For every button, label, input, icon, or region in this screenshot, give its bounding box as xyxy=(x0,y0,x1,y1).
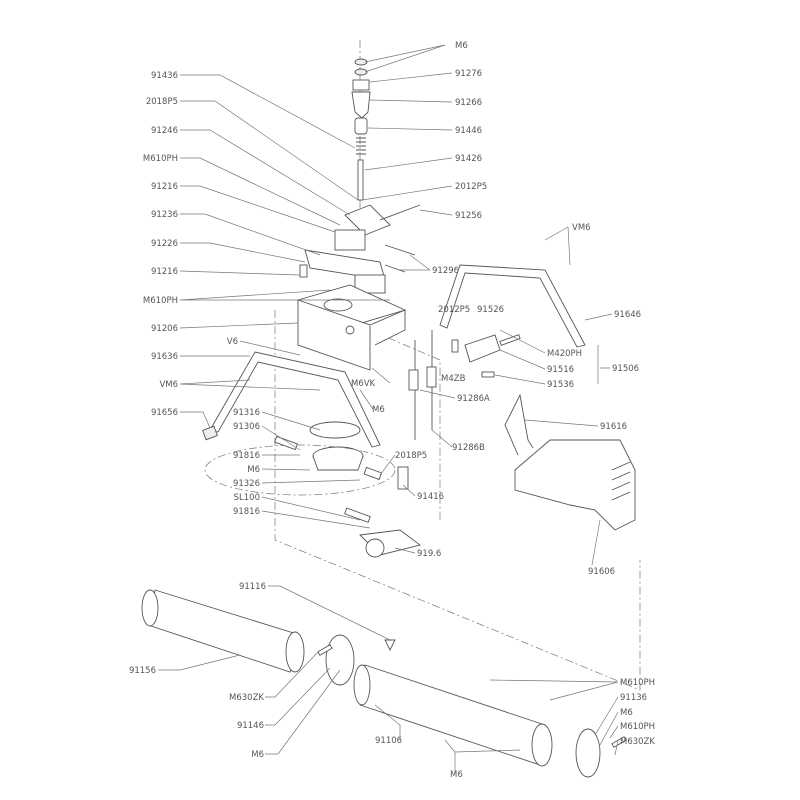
valve-stack xyxy=(299,58,421,294)
label-91816: 91816 xyxy=(233,451,260,461)
label-91426: 91426 xyxy=(455,154,482,164)
label-91116: 91116 xyxy=(239,582,266,592)
label-91526: 91526 xyxy=(477,305,504,315)
label-91646: 91646 xyxy=(614,310,641,320)
label-m6: M6 xyxy=(247,465,260,475)
label-m4zb: M4ZB xyxy=(441,374,466,384)
cover-assembly xyxy=(504,393,636,531)
label-91276: 91276 xyxy=(455,69,482,79)
label-vm6: VM6 xyxy=(572,223,591,233)
label-m6vk: M6VK xyxy=(351,379,376,389)
cylinder-assembly xyxy=(141,589,627,778)
label-m6: M6 xyxy=(455,41,468,51)
label-m420ph: M420PH xyxy=(547,349,582,359)
label-sl100: SL100 xyxy=(234,493,260,503)
label-m610ph: M610PH xyxy=(620,722,655,732)
label-91226: 91226 xyxy=(151,239,178,249)
label-91206: 91206 xyxy=(151,324,178,334)
label-91156: 91156 xyxy=(129,666,156,676)
label-2012p5: 2012P5 xyxy=(455,182,487,192)
label-m610ph: M610PH xyxy=(620,678,655,688)
part-labels: 91436 2018P5 91246 M610PH 91216 91236 91… xyxy=(129,71,266,760)
label-91616: 91616 xyxy=(600,422,627,432)
label-91286b: 91286B xyxy=(452,443,485,453)
label-m6: M6 xyxy=(450,770,463,780)
label-91256: 91256 xyxy=(455,211,482,221)
label-91416: 91416 xyxy=(417,492,444,502)
label-m610ph: M610PH xyxy=(143,296,178,306)
label-m630zk: M630ZK xyxy=(229,693,264,703)
label-m610ph: M610PH xyxy=(143,154,178,164)
center-lines xyxy=(274,40,641,691)
label-91636: 91636 xyxy=(151,352,178,362)
label-919-6: 919.6 xyxy=(417,549,441,559)
part-labels-right: M6 91276 91266 91446 91426 2012P5 91256 … xyxy=(351,41,655,780)
label-91446: 91446 xyxy=(455,126,482,136)
label-91236: 91236 xyxy=(151,210,178,220)
label-2018p5: 2018P5 xyxy=(395,451,427,461)
bowl-assembly xyxy=(204,330,437,558)
switch-bracket xyxy=(451,334,521,378)
label-91246: 91246 xyxy=(151,126,178,136)
label-91106: 91106 xyxy=(375,736,402,746)
label-91296: 91296 xyxy=(432,266,459,276)
label-91606: 91606 xyxy=(588,567,615,577)
label-v6: V6 xyxy=(227,337,238,347)
label-2018p5: 2018P5 xyxy=(146,97,178,107)
label-91536: 91536 xyxy=(547,380,574,390)
label-m6: M6 xyxy=(372,405,385,415)
label-91326: 91326 xyxy=(233,479,260,489)
label-91656: 91656 xyxy=(151,408,178,418)
label-91266: 91266 xyxy=(455,98,482,108)
base-block xyxy=(296,284,407,371)
label-91306: 91306 xyxy=(233,422,260,432)
frame-tube xyxy=(202,264,586,448)
label-91516: 91516 xyxy=(547,365,574,375)
label-91216: 91216 xyxy=(151,182,178,192)
label-vm6: VM6 xyxy=(159,380,178,390)
label-m6: M6 xyxy=(251,750,264,760)
label-91436: 91436 xyxy=(151,71,178,81)
label-m6: M6 xyxy=(620,708,633,718)
label-91816: 91816 xyxy=(233,507,260,517)
label-91286a: 91286A xyxy=(457,394,490,404)
label-91506: 91506 xyxy=(612,364,639,374)
label-91316: 91316 xyxy=(233,408,260,418)
label-m630zk: M630ZK xyxy=(620,737,655,747)
label-91136: 91136 xyxy=(620,693,647,703)
label-2012p5: 2012P5 xyxy=(438,305,470,315)
label-91216: 91216 xyxy=(151,267,178,277)
leader-lines xyxy=(158,44,619,774)
label-91146: 91146 xyxy=(237,721,264,731)
